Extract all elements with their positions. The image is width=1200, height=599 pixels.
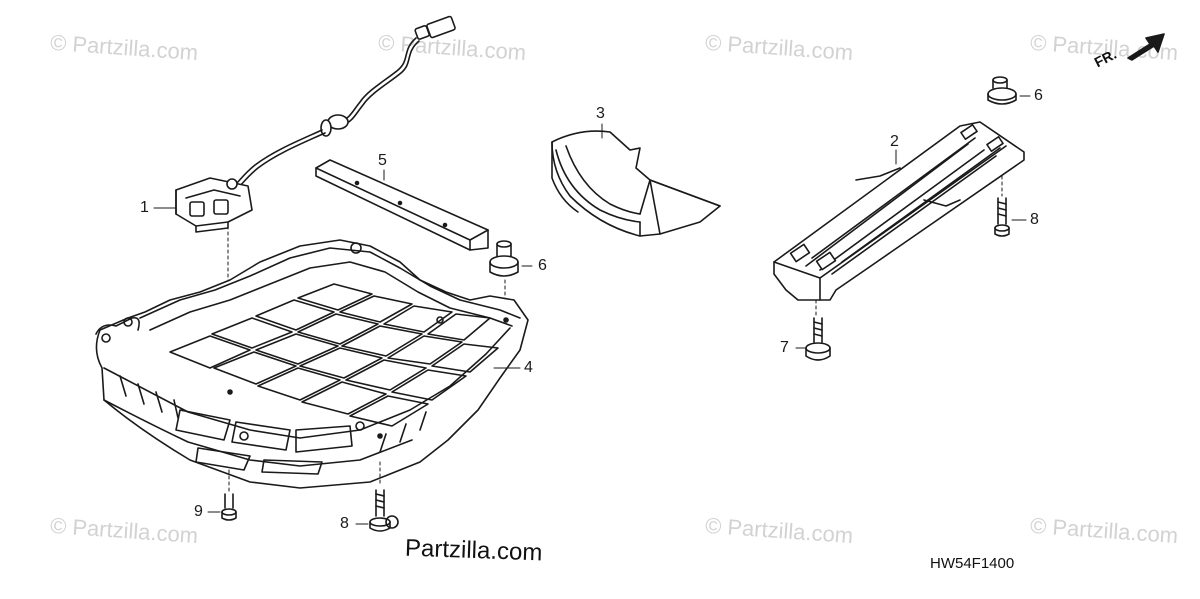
leader-lines [153,95,1031,525]
grommet-right [987,76,1017,105]
curved-guard [551,130,721,237]
grommet-left [489,240,519,319]
callout-6-left: 6 [538,257,547,274]
callout-8-bottom: 8 [340,515,349,532]
callout-1: 1 [140,199,149,216]
diagram-code: HW54F1400 [930,555,1015,572]
callout-7: 7 [780,339,789,356]
callout-6-right: 6 [1034,87,1043,104]
skid-plate [95,239,529,493]
callout-4: 4 [524,359,533,376]
callout-8-right: 8 [1030,211,1039,228]
callout-9: 9 [194,503,203,520]
callout-5: 5 [378,152,387,169]
sensor-assembly [175,15,456,391]
bolt-9 [221,493,237,521]
callout-3: 3 [596,105,605,122]
bolt-bottom-8 [369,489,399,532]
rubber-strip [315,159,489,251]
bolt-right-8 [994,197,1010,237]
front-direction-arrow [1127,33,1165,61]
callout-2: 2 [890,133,899,150]
brand-watermark: Partzilla.com [404,534,543,567]
skid-rail [773,121,1025,319]
bolt-7 [805,317,831,361]
